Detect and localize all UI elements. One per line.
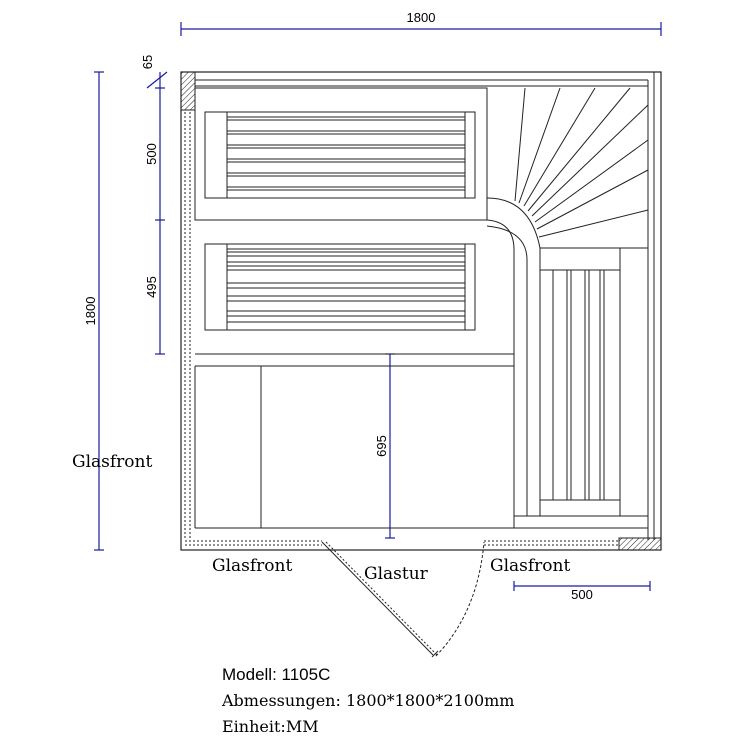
glass-door-label: Glastur xyxy=(364,564,429,584)
bottom-left-glass-front-label: Glasfront xyxy=(212,556,292,576)
fan-bench-slats xyxy=(514,87,649,238)
door-swing-arc xyxy=(435,541,485,657)
unit-label: Einheit:MM xyxy=(222,717,319,736)
lower-bench-slats xyxy=(227,248,465,323)
right-bench xyxy=(539,248,621,516)
dimension-left-height xyxy=(94,71,104,551)
corner-post-bottom-right xyxy=(618,537,662,551)
model-label: Modell: 1105C xyxy=(222,665,330,684)
left-glass-front xyxy=(184,112,191,540)
right-bench-slats xyxy=(552,270,605,500)
upper-bench-slats xyxy=(227,116,465,191)
top-width-label: 1800 xyxy=(407,10,436,25)
dimensions-label: Abmessungen: 1800*1800*2100mm xyxy=(221,691,514,710)
dimension-lower-bench xyxy=(155,220,165,355)
upper-bench-label: 500 xyxy=(144,143,159,165)
left-glass-front-label: Glasfront xyxy=(72,452,152,472)
floor-depth-label: 695 xyxy=(374,435,389,457)
bottom-glass-fronts xyxy=(185,540,619,546)
corner-post-top-left xyxy=(180,71,196,111)
right-bench-label: 500 xyxy=(571,587,593,602)
dimension-top-width xyxy=(180,22,662,36)
bottom-right-glass-front-label: Glasfront xyxy=(490,556,570,576)
wall-thickness-label: 65 xyxy=(140,55,155,69)
outer-walls xyxy=(180,71,662,551)
lower-bench xyxy=(195,219,648,529)
upper-bench xyxy=(194,87,488,221)
dimension-wall-thickness xyxy=(146,71,168,89)
dimension-right-bench xyxy=(513,581,651,591)
glass-door xyxy=(321,541,485,658)
left-height-label: 1800 xyxy=(83,297,98,326)
lower-bench-label: 495 xyxy=(144,276,159,298)
corner-fan-bench xyxy=(486,87,649,249)
floor-area xyxy=(194,366,514,529)
